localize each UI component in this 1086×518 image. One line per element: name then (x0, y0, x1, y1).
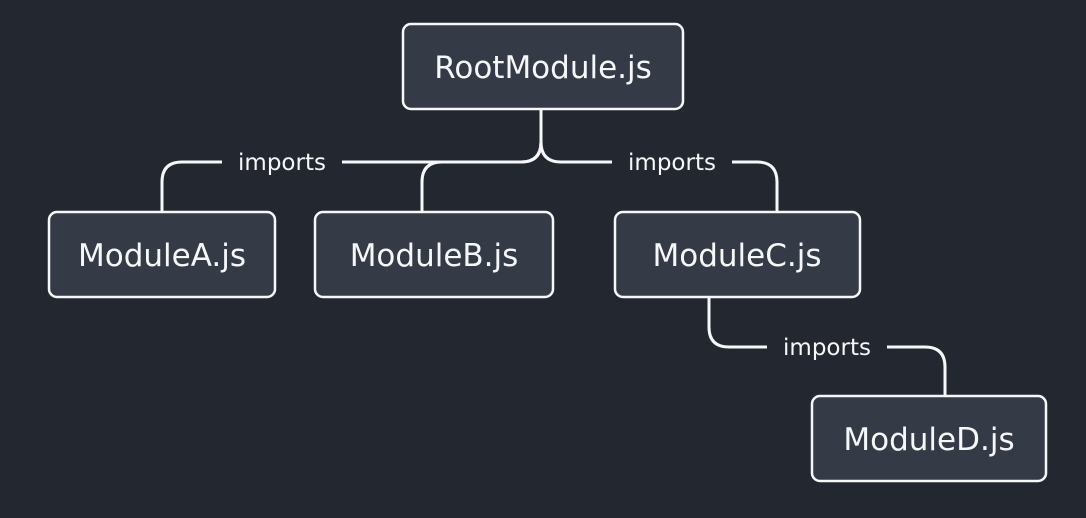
node-label-module-a: ModuleA.js (78, 238, 246, 274)
node-module-b: ModuleB.js (313, 210, 555, 299)
node-label-module-b: ModuleB.js (350, 238, 519, 274)
edge-label-mask (222, 146, 342, 178)
node-module-d: ModuleD.js (810, 394, 1048, 483)
edge-label-module-c-to-module-d: imports (783, 335, 871, 361)
node-module-a: ModuleA.js (47, 210, 277, 299)
node-label-module-c: ModuleC.js (653, 238, 822, 274)
edge-label-mask (767, 331, 887, 363)
edge-label-mask (612, 146, 732, 178)
edge-label-root-to-module-c: imports (628, 150, 716, 176)
node-module-c: ModuleC.js (613, 210, 862, 299)
node-root-module: RootModule.js (401, 22, 685, 111)
edge-root-to-module-b (420, 108, 543, 214)
node-label-module-d: ModuleD.js (843, 422, 1014, 458)
node-label-root-module: RootModule.js (434, 50, 652, 86)
edge-label-root-to-module-a: imports (238, 150, 326, 176)
